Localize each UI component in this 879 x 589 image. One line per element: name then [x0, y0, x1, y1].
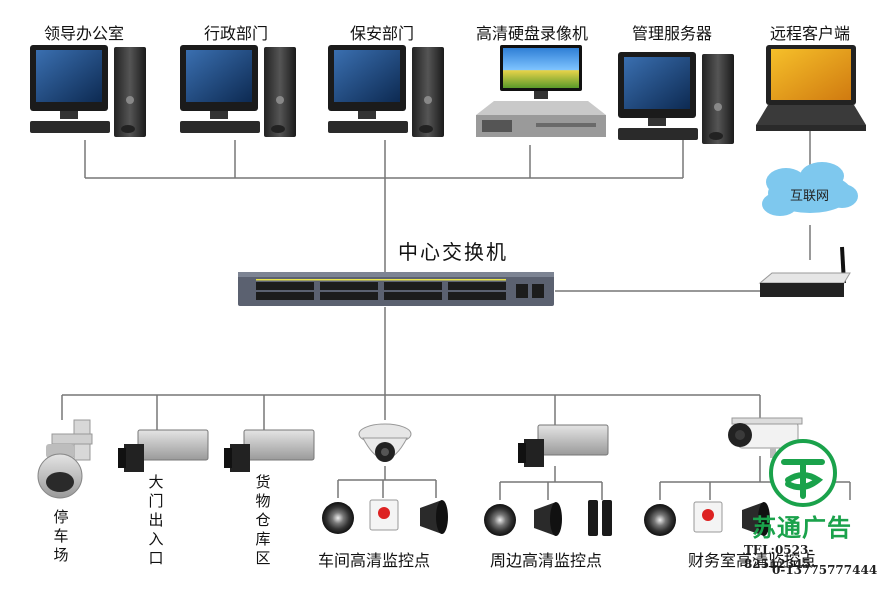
- node-label: 领导办公室: [44, 24, 125, 43]
- dome-camera-icon: [358, 423, 412, 462]
- node-label: 货物仓库区: [255, 473, 271, 567]
- speaker-icon: [484, 504, 516, 536]
- siren-horn-icon: [742, 502, 770, 536]
- node-label: 行政部门: [204, 24, 269, 43]
- speed-dome-camera-icon: [37, 419, 93, 499]
- node-label: 大门出入口: [148, 473, 164, 567]
- node-label: 停车场: [53, 508, 69, 564]
- central-switch-icon: [238, 272, 554, 306]
- logo-icon: [769, 439, 837, 507]
- siren-horn-icon: [534, 502, 562, 536]
- laptop-icon: [756, 45, 866, 131]
- router-icon: [758, 246, 851, 297]
- logo-mobile: 0-13775777444: [772, 563, 878, 577]
- infrared-beam-detector-icon: [588, 500, 612, 536]
- desktop-computer-icon: [328, 45, 444, 137]
- desktop-computer-icon: [30, 45, 146, 137]
- speaker-icon: [644, 504, 676, 536]
- node-label: 财务室高清监控点: [688, 551, 817, 570]
- switch-title: 中心交换机: [398, 240, 508, 264]
- box-camera-icon: [224, 429, 315, 472]
- node-label: 保安部门: [350, 24, 415, 43]
- box-camera-icon: [118, 429, 209, 472]
- logo-text: 苏通广告: [752, 514, 852, 542]
- internet-cloud-icon: [762, 162, 858, 216]
- nvr-recorder-icon: [476, 45, 606, 137]
- node-label: 周边高清监控点: [490, 551, 603, 570]
- internet-label: 互联网: [790, 189, 830, 204]
- node-label: 车间高清监控点: [318, 551, 431, 570]
- bullet-camera-icon: [728, 417, 803, 458]
- node-label: 高清硬盘录像机: [476, 24, 589, 43]
- desktop-computer-icon: [180, 45, 296, 137]
- desktop-computer-icon: [618, 52, 734, 144]
- logo-tel: TEL:0523-82512345: [744, 543, 814, 571]
- alarm-button-icon: [693, 501, 723, 533]
- node-label: 远程客户端: [770, 24, 851, 43]
- node-label: 管理服务器: [632, 24, 713, 43]
- alarm-button-icon: [369, 499, 399, 531]
- siren-horn-icon: [420, 500, 448, 534]
- box-camera-icon: [518, 424, 609, 467]
- speaker-icon: [322, 502, 354, 534]
